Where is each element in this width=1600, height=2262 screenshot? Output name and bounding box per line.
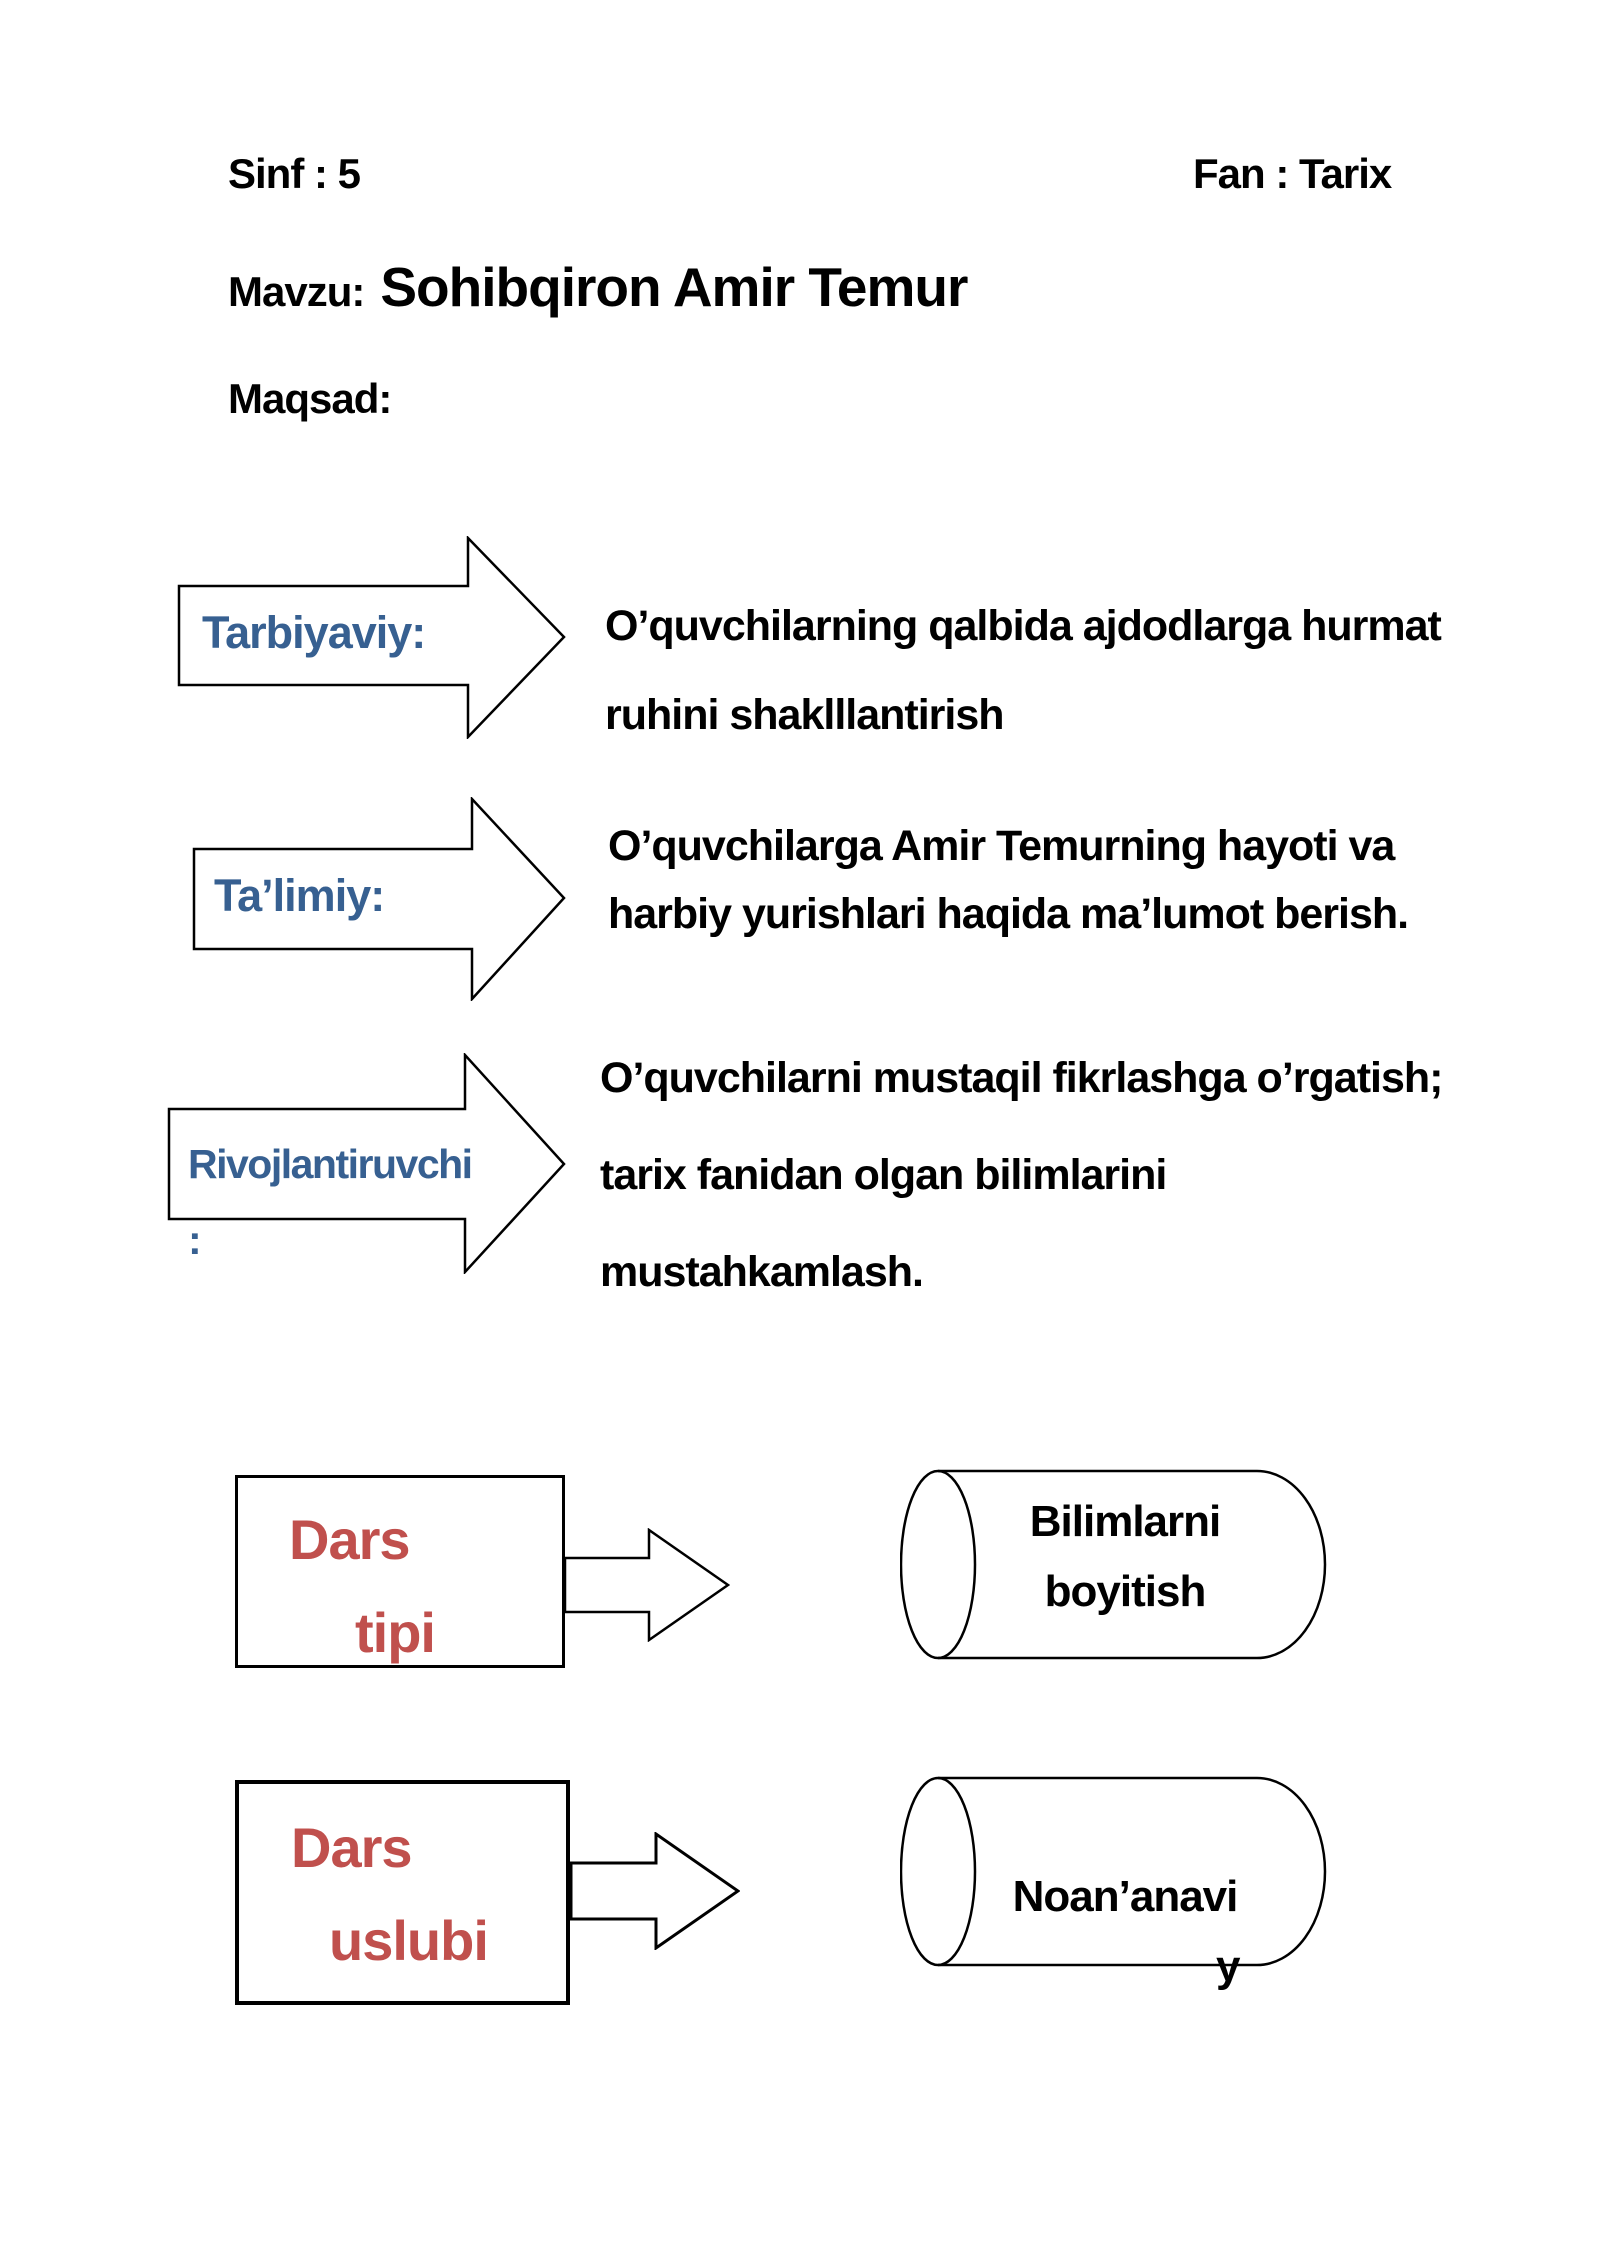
subject-info-text: Fan : Tarix xyxy=(1193,150,1392,197)
lesson-type-box xyxy=(235,1475,565,1668)
class-info-text: Sinf : 5 xyxy=(228,150,361,197)
goal-text-line: O’quvchilarning qalbida ajdodlarga hurma… xyxy=(605,602,1442,650)
lesson-method-box xyxy=(235,1780,570,2005)
topic-title: Sohibqiron Amir Temur xyxy=(380,256,968,318)
block-arrow-shape-talimiy xyxy=(192,797,566,1001)
goal-text-line: O’quvchilarni mustaqil fikrlashga o’rgat… xyxy=(600,1054,1443,1102)
goal-text-line: harbiy yurishlari haqida ma’lumot berish… xyxy=(608,890,1409,938)
goal-label-line: Rivojlantiruvchi xyxy=(188,1141,473,1187)
goal-label-talimiy: Ta’limiy: xyxy=(214,870,385,921)
right-arrow-shape-lesson-type xyxy=(564,1528,730,1642)
lesson-type-value-line: boyitish xyxy=(1044,1567,1207,1616)
lesson-type-word-2: tipi xyxy=(355,1601,436,1664)
cylinder-shape-lesson-method xyxy=(900,1776,1327,1967)
goal-label-line: : xyxy=(188,1217,202,1263)
goal-text-line: tarix fanidan olgan bilimlarini xyxy=(600,1151,1167,1199)
lesson-method-word-2: uslubi xyxy=(329,1909,489,1972)
block-arrow-shape-rivojlantiruvchi xyxy=(167,1053,566,1274)
lesson-type-value: Bilimlarni boyitish xyxy=(985,1487,1265,1627)
goal-text-line: O’quvchilarga Amir Temurning hayoti va xyxy=(608,822,1395,870)
goal-text-tarbiyaviy: O’quvchilarning qalbida ajdodlarga hurma… xyxy=(605,582,1442,760)
topic-row: Mavzu: Sohibqiron Amir Temur xyxy=(228,255,968,319)
lesson-method-word-1: Dars xyxy=(291,1816,413,1879)
topic-label: Mavzu: xyxy=(228,268,365,315)
goal-text-rivojlantiruvchi: O’quvchilarni mustaqil fikrlashga o’rgat… xyxy=(600,1030,1443,1321)
right-arrow-shape-lesson-method xyxy=(570,1832,740,1950)
goal-heading: Maqsad: xyxy=(228,375,392,422)
lesson-method-value: Noan’anavi xyxy=(1012,1872,1239,1921)
lesson-method-value-overflow: y xyxy=(1216,1942,1241,1991)
cylinder-shape-lesson-type xyxy=(900,1469,1327,1660)
block-arrow-shape-tarbiyaviy xyxy=(177,536,566,739)
goal-text-line: ruhini shaklllantirish xyxy=(605,691,1005,739)
goal-label-rivojlantiruvchi: Rivojlantiruvchi : xyxy=(188,1126,473,1278)
lesson-type-word-1: Dars xyxy=(289,1508,411,1571)
lesson-type-value-line: Bilimlarni xyxy=(1029,1497,1222,1546)
goal-text-line: mustahkamlash. xyxy=(600,1248,924,1296)
goal-text-talimiy: O’quvchilarga Amir Temurning hayoti va h… xyxy=(608,812,1409,948)
goal-label-tarbiyaviy: Tarbiyaviy: xyxy=(202,607,426,658)
